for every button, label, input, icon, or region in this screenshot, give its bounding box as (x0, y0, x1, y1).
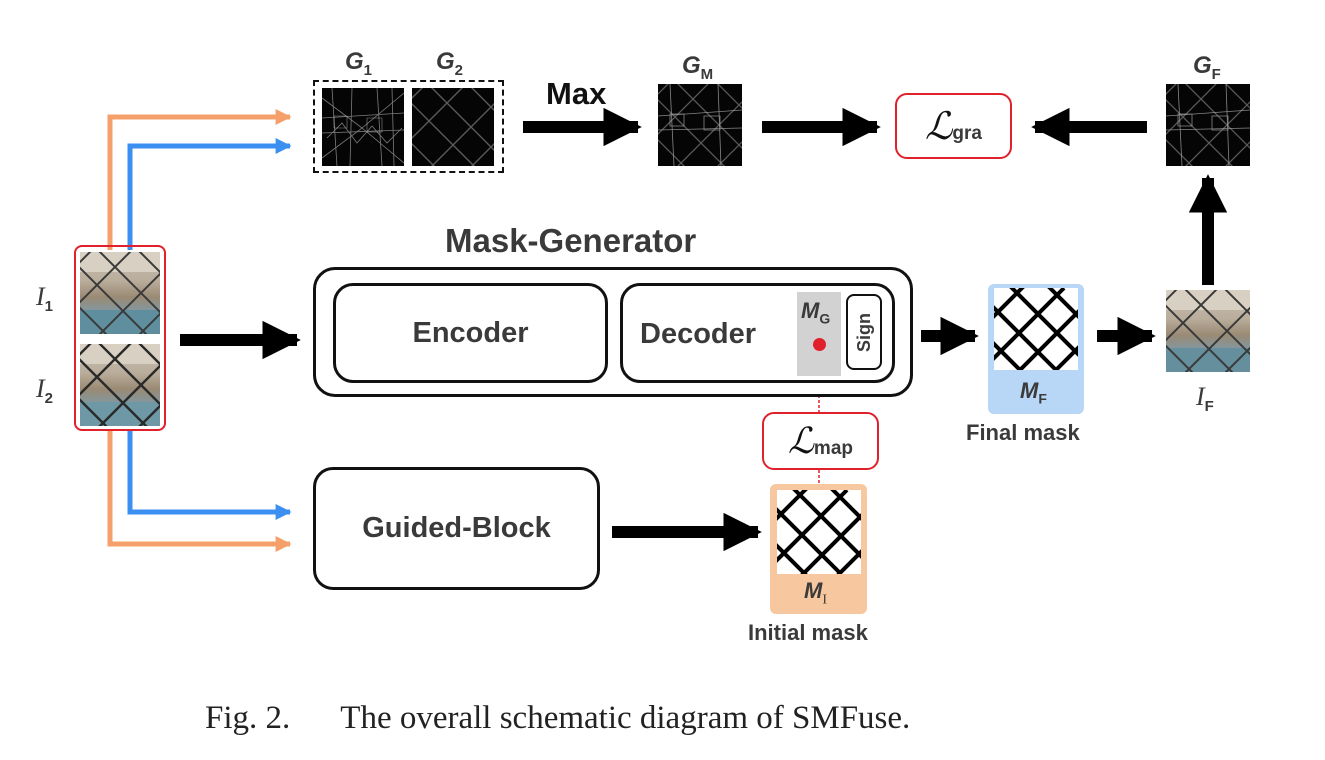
g2-texture (412, 88, 494, 166)
sign-label-wrap: Sign (846, 294, 882, 370)
g2-label: G2 (436, 48, 464, 79)
gradient-pair-frame (313, 80, 504, 173)
input-2-fence (80, 344, 160, 426)
blue-branch-top (127, 137, 292, 250)
gm-gradient-image (658, 84, 742, 166)
input-image-frame (74, 245, 166, 431)
encoder-box: Encoder (333, 283, 608, 383)
figure-caption: Fig. 2. The overall schematic diagram of … (205, 700, 910, 737)
mg-red-dot (813, 338, 826, 351)
loss-map-subscript: map (813, 438, 853, 459)
encoder-label: Encoder (412, 316, 529, 349)
final-mask-pattern (994, 288, 1078, 370)
caption-text: The overall schematic diagram of SMFuse. (340, 700, 911, 736)
g1-texture (322, 88, 404, 166)
guided-block-box: Guided-Block (313, 467, 600, 590)
gf-texture (1166, 84, 1250, 166)
mf-label: MF (1020, 378, 1047, 407)
caption-number: Fig. 2. (205, 700, 291, 736)
if-label: IF (1196, 382, 1214, 416)
final-mask-image (994, 288, 1078, 370)
g1-gradient-image (322, 88, 404, 166)
max-label: Max (546, 76, 607, 111)
i2-label: I2 (36, 374, 54, 408)
input-1-fence (80, 252, 160, 334)
loss-map-symbol: ℒ (787, 420, 814, 462)
fused-image (1166, 290, 1250, 372)
initial-mask-pattern (777, 490, 861, 574)
input-image-1 (80, 252, 160, 334)
gf-gradient-image (1166, 84, 1250, 166)
initial-mask-caption: Initial mask (748, 620, 868, 645)
blue-branch-bottom (127, 430, 292, 521)
i1-label: I1 (36, 282, 54, 316)
final-mask-caption: Final mask (966, 420, 1080, 445)
sign-box (846, 294, 882, 370)
loss-map-box: ℒ map (762, 412, 879, 470)
g2-gradient-image (412, 88, 494, 166)
decoder-label: Decoder (640, 318, 757, 350)
mg-feature-block (797, 292, 841, 376)
initial-mask-image (777, 490, 861, 574)
loss-gra-subscript: gra (952, 123, 982, 144)
mg-label: MG (801, 298, 831, 327)
gf-label: GF (1193, 52, 1221, 83)
mask-generator-title: Mask-Generator (445, 222, 697, 259)
g1-label: G1 (345, 48, 373, 79)
guided-block-label: Guided-Block (362, 512, 551, 544)
input-image-2 (80, 344, 160, 426)
gm-label: GM (682, 52, 714, 83)
loss-gra-symbol: ℒ (925, 104, 953, 148)
orange-branch-top (107, 108, 292, 250)
loss-gra-box: ℒ gra (895, 93, 1012, 159)
sign-label: Sign (853, 312, 874, 352)
orange-branch-bottom (107, 430, 292, 553)
mi-label: MI (804, 578, 827, 608)
gm-texture (658, 84, 742, 166)
fused-image-fence (1166, 290, 1250, 372)
